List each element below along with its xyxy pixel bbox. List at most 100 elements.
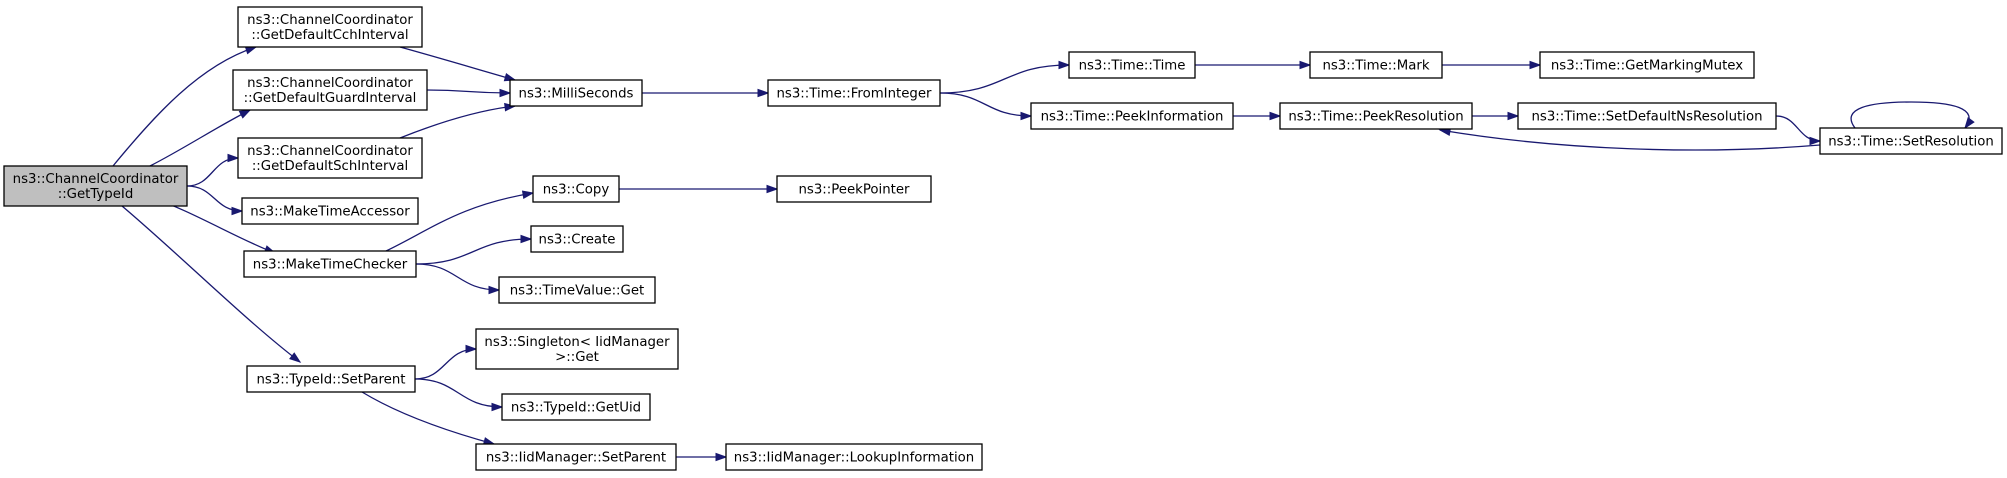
edge-getTypeId-to-typeIdSetParent	[121, 205, 302, 363]
node-label: ns3::TypeId::SetParent	[256, 373, 405, 388]
arrowhead	[1964, 117, 1975, 130]
node-timeValueGet[interactable]: ns3::TimeValue::Get	[498, 276, 656, 304]
edge-line	[939, 64, 1070, 94]
arrowhead	[521, 190, 535, 199]
node-getDefSch[interactable]: ns3::ChannelCoordinator::GetDefaultSchIn…	[237, 137, 423, 179]
node-label: ns3::IidManager::SetParent	[486, 451, 666, 466]
node-label: ns3::Time::Mark	[1322, 59, 1429, 74]
node-label: ns3::ChannelCoordinator	[247, 144, 413, 159]
node-label: ns3::PeekPointer	[798, 183, 910, 198]
edge-milliSeconds-to-fromInteger	[642, 88, 770, 98]
node-label: ::GetDefaultSchInterval	[252, 159, 408, 174]
node-typeIdGetUid[interactable]: ns3::TypeId::GetUid	[501, 393, 651, 421]
edge-timeTime-to-timeMark	[1195, 60, 1312, 70]
node-box	[475, 443, 677, 471]
node-copy[interactable]: ns3::Copy	[532, 175, 620, 203]
node-label: ns3::TypeId::GetUid	[511, 401, 641, 416]
edge-line	[1439, 129, 1821, 151]
node-box	[1517, 102, 1777, 130]
node-box	[530, 225, 624, 253]
node-label: ::GetDefaultGuardInterval	[244, 91, 417, 106]
edge-line	[149, 109, 251, 167]
node-box	[237, 6, 423, 48]
node-lookupInfo[interactable]: ns3::IidManager::LookupInformation	[725, 443, 983, 471]
node-box	[1068, 51, 1196, 79]
edge-peekInfo-to-peekRes	[1232, 111, 1282, 121]
edge-line	[939, 92, 1032, 117]
arrowhead	[1299, 60, 1312, 70]
node-setDefNsRes[interactable]: ns3::Time::SetDefaultNsResolution	[1517, 102, 1777, 130]
arrowhead	[1269, 111, 1282, 121]
edge-makeTimeChecker-to-timeValueGet	[415, 263, 501, 295]
node-label: ns3::Singleton< IidManager	[484, 335, 670, 350]
arrowhead	[1507, 111, 1520, 121]
node-label: ns3::Time::PeekInformation	[1041, 110, 1224, 125]
arrowhead	[520, 234, 533, 244]
edge-getTypeId-to-getDefSch	[186, 153, 240, 187]
node-singletonGet[interactable]: ns3::Singleton< IidManager>::Get	[475, 328, 679, 370]
node-label: ns3::Time::SetResolution	[1828, 135, 1994, 150]
arrowhead	[244, 46, 258, 55]
node-label: ns3::ChannelCoordinator	[247, 76, 413, 91]
node-timeMark[interactable]: ns3::Time::Mark	[1309, 51, 1443, 79]
node-create[interactable]: ns3::Create	[530, 225, 624, 253]
node-milliSeconds[interactable]: ns3::MilliSeconds	[509, 79, 643, 107]
node-box	[776, 175, 932, 203]
node-box	[3, 165, 188, 207]
edge-line	[186, 157, 239, 187]
node-box	[1030, 102, 1234, 130]
edge-line	[414, 378, 503, 408]
node-box	[1539, 51, 1755, 79]
arrowhead	[1809, 136, 1822, 146]
arrowhead	[238, 109, 252, 119]
edge-makeTimeChecker-to-copy	[385, 190, 535, 252]
node-peekRes[interactable]: ns3::Time::PeekResolution	[1279, 102, 1473, 130]
node-makeTimeAccessor[interactable]: ns3::MakeTimeAccessor	[241, 197, 419, 225]
node-box	[1279, 102, 1473, 130]
arrowhead	[231, 206, 244, 216]
arrowhead	[499, 88, 512, 98]
node-getDefCch[interactable]: ns3::ChannelCoordinator::GetDefaultCchIn…	[237, 6, 423, 48]
node-label: ns3::MakeTimeAccessor	[250, 205, 410, 220]
edge-makeTimeChecker-to-create	[415, 234, 533, 265]
edge-fromInteger-to-timeTime	[939, 60, 1071, 94]
edge-line	[415, 263, 500, 291]
node-typeIdSetParent[interactable]: ns3::TypeId::SetParent	[246, 365, 416, 393]
node-box	[767, 79, 941, 107]
edge-line	[1775, 115, 1821, 142]
node-box	[725, 443, 983, 471]
edge-line	[414, 348, 477, 380]
node-iidSetParent[interactable]: ns3::IidManager::SetParent	[475, 443, 677, 471]
arrowhead	[1058, 60, 1071, 70]
edge-line	[399, 105, 516, 139]
node-getTypeId[interactable]: ns3::ChannelCoordinator::GetTypeId	[3, 165, 188, 207]
node-getMarkingMutex[interactable]: ns3::Time::GetMarkingMutex	[1539, 51, 1755, 79]
node-label: ::GetTypeId	[58, 187, 134, 202]
edges-layer	[112, 46, 1975, 462]
edge-line	[186, 185, 243, 212]
edge-setDefNsRes-to-setRes	[1775, 115, 1822, 146]
node-box	[475, 328, 679, 370]
node-box	[246, 365, 416, 393]
node-timeTime[interactable]: ns3::Time::Time	[1068, 51, 1196, 79]
node-label: ns3::IidManager::LookupInformation	[734, 451, 974, 466]
node-box	[1309, 51, 1443, 79]
node-box	[501, 393, 651, 421]
node-box	[498, 276, 656, 304]
edge-setRes-to-setRes	[1850, 101, 1975, 130]
edge-line	[121, 205, 301, 363]
node-label: ns3::Time::FromInteger	[776, 87, 932, 102]
edge-line	[112, 46, 257, 167]
node-label: ::GetDefaultCchInterval	[251, 28, 408, 43]
node-fromInteger[interactable]: ns3::Time::FromInteger	[767, 79, 941, 107]
arrowhead	[465, 344, 478, 354]
node-peekPointer[interactable]: ns3::PeekPointer	[776, 175, 932, 203]
node-box	[243, 250, 417, 278]
node-peekInfo[interactable]: ns3::Time::PeekInformation	[1030, 102, 1234, 130]
node-makeTimeChecker[interactable]: ns3::MakeTimeChecker	[243, 250, 417, 278]
node-setRes[interactable]: ns3::Time::SetResolution	[1819, 127, 2003, 155]
node-getDefGuard[interactable]: ns3::ChannelCoordinator::GetDefaultGuard…	[232, 69, 428, 111]
edge-getTypeId-to-getDefGuard	[149, 109, 252, 167]
edge-iidSetParent-to-lookupInfo	[675, 452, 728, 462]
